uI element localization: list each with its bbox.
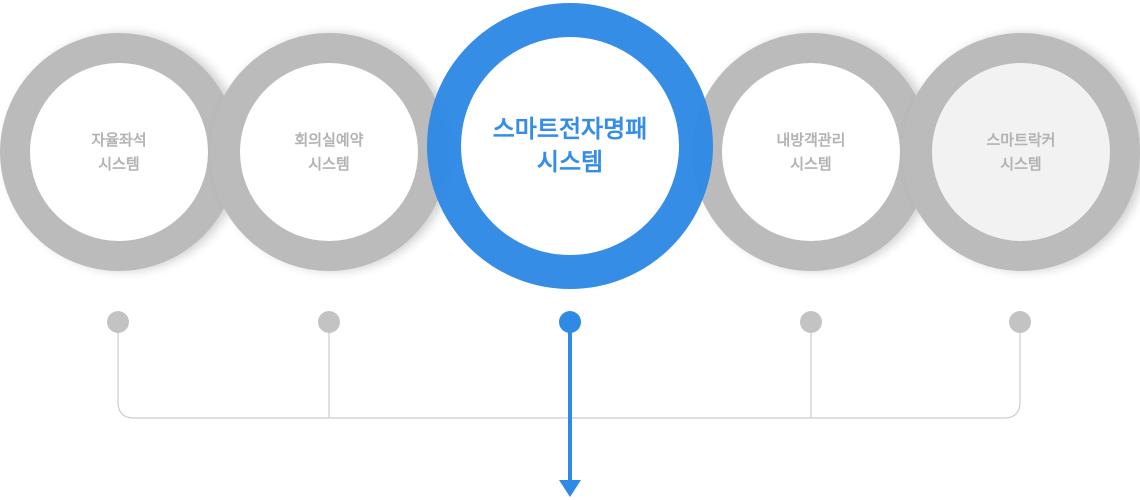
node-label-2: 회의실예약 시스템 xyxy=(240,128,418,176)
arrow-down-icon xyxy=(559,480,581,497)
node-3-line2: 시스템 xyxy=(536,148,604,176)
node-3-line1: 스마트전자명패 xyxy=(492,115,648,143)
node-1-line2: 시스템 xyxy=(98,155,140,173)
node-dot-5 xyxy=(1009,311,1031,333)
node-ring-1[interactable]: 자율좌석 시스템 xyxy=(0,33,238,271)
node-5-line2: 시스템 xyxy=(1000,155,1042,173)
node-dot-2 xyxy=(318,311,340,333)
node-ring-2[interactable]: 회의실예약 시스템 xyxy=(210,33,448,271)
node-4-line2: 시스템 xyxy=(790,155,832,173)
node-ring-5[interactable]: 스마트락커 시스템 xyxy=(902,33,1140,271)
node-2-line2: 시스템 xyxy=(308,155,350,173)
node-1-line1: 자율좌석 xyxy=(91,131,147,149)
node-2-line1: 회의실예약 xyxy=(294,131,364,149)
node-4-line1: 내방객관리 xyxy=(776,131,846,149)
node-ring-3-active[interactable]: 스마트전자명패 시스템 xyxy=(427,3,713,289)
node-label-3: 스마트전자명패 시스템 xyxy=(461,113,679,179)
node-label-5: 스마트락커 시스템 xyxy=(932,128,1110,176)
node-5-line1: 스마트락커 xyxy=(986,131,1056,149)
node-dot-3-active xyxy=(559,311,581,333)
node-label-1: 자율좌석 시스템 xyxy=(30,128,208,176)
node-dot-1 xyxy=(107,311,129,333)
node-ring-4[interactable]: 내방객관리 시스템 xyxy=(692,33,930,271)
node-dot-4 xyxy=(800,311,822,333)
node-label-4: 내방객관리 시스템 xyxy=(722,128,900,176)
